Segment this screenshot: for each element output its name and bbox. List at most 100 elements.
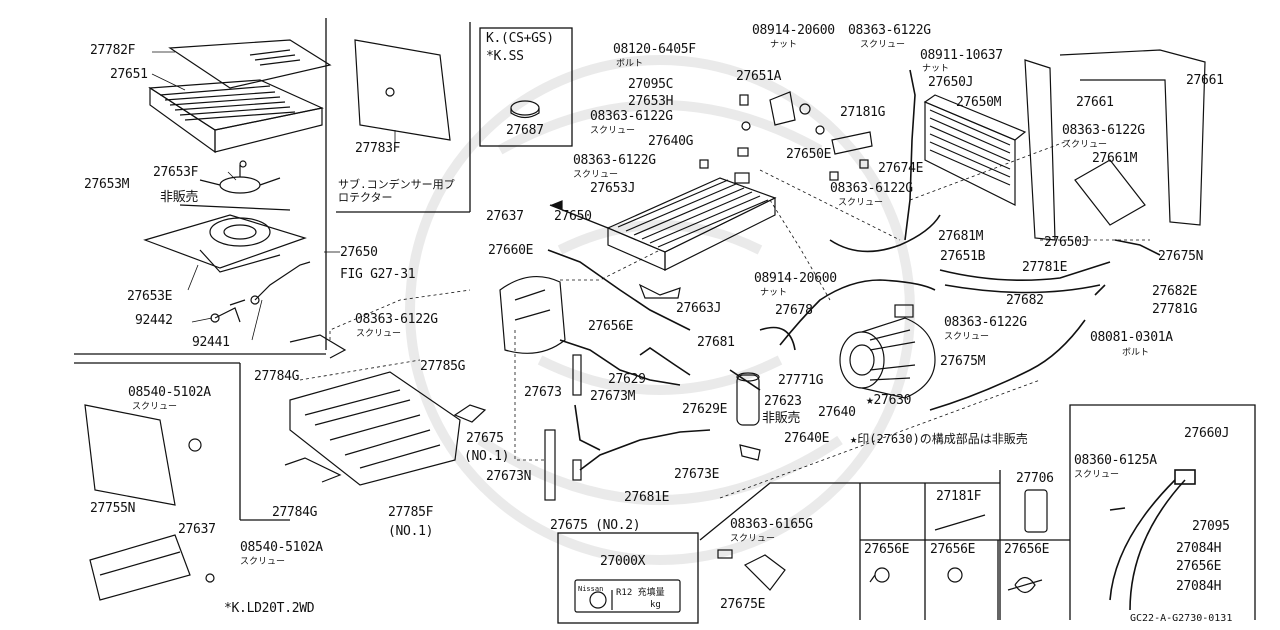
can-27706 (1024, 489, 1048, 533)
label-27650J-b: 27650J (1044, 235, 1090, 250)
leader-lines-left (151, 51, 340, 341)
label-screw-08363-e: 08363-6122G (1062, 123, 1145, 138)
label-92442: 92442 (135, 313, 173, 328)
label-27673N: 27673N (486, 469, 532, 484)
label-27661-a: 27661 (1186, 73, 1224, 88)
label-screw-08363-d: 08363-6122G (830, 181, 913, 196)
label-27656E-e: 27656E (1176, 559, 1222, 574)
label-screw-08540-a: 08540-5102A (128, 385, 211, 400)
hose-27660E (547, 249, 691, 331)
bracket-27784G-a (289, 334, 347, 359)
label-screw-word-j: スクリュー (730, 534, 776, 544)
label-27084H-a: 27084H (1176, 541, 1222, 556)
label-screw-08540-b: 08540-5102A (240, 540, 323, 555)
filter-27782F (168, 39, 332, 89)
label-27650-fig: 27650 (340, 245, 378, 260)
bracket-27661 (1024, 49, 1206, 241)
label-plate-27000X (574, 579, 681, 613)
label-27784G-a: 27784G (254, 369, 300, 384)
label-27675N: 27675N (1158, 249, 1204, 264)
label-nut-08914-a: 08914-20600 (752, 23, 835, 38)
label-27637-a: 27637 (486, 209, 524, 224)
label-nut-word-b: ナット (922, 64, 950, 74)
label-27785F: 27785F (388, 505, 434, 520)
label-27784G-b: 27784G (272, 505, 318, 520)
label-bolt-word-1: ボルト (616, 59, 644, 69)
label-screw-word-d: スクリュー (838, 198, 884, 208)
label-27783F: 27783F (355, 141, 401, 156)
label-27650: 27650 (554, 209, 592, 224)
label-star-27630: ★27630 (866, 393, 912, 408)
label-27782F: 27782F (90, 43, 136, 58)
label-27629E: 27629E (682, 402, 728, 417)
label-screw-word-h: スクリュー (132, 402, 178, 412)
label-screw-08363-a: 08363-6122G (590, 109, 673, 124)
panel-27637 (89, 534, 215, 601)
label-plate-unit: kg (650, 600, 661, 610)
label-27650J-a: 27650J (928, 75, 974, 90)
label-27706: 27706 (1016, 471, 1054, 486)
strap-27181F (934, 514, 986, 531)
bolts-27674E (829, 159, 869, 181)
label-plate-brand: Nissan (578, 585, 604, 593)
label-screw-word-b: スクリュー (573, 170, 619, 180)
lower-hoses (559, 326, 796, 471)
label-27650M: 27650M (956, 95, 1002, 110)
label-star-note: ★印(27630)の構成部品は非販売 (850, 432, 1028, 446)
label-27656E-b: 27656E (864, 542, 910, 557)
label-no1-a: (NO.1) (464, 449, 510, 464)
bracket-27784G-b (284, 457, 342, 483)
label-27675E: 27675E (720, 597, 766, 612)
receiver-27623 (736, 372, 761, 461)
label-screw-08363-f: 08363-6122G (355, 312, 438, 327)
label-27755N: 27755N (90, 501, 136, 516)
label-27681E: 27681E (624, 490, 670, 505)
bracket-27785G (453, 404, 487, 423)
pipe-27673 (544, 354, 582, 501)
label-27653M: 27653M (84, 177, 130, 192)
label-k-csgs: K.(CS+GS) (486, 31, 554, 46)
hoses-right (779, 214, 1161, 411)
label-27640: 27640 (818, 405, 856, 420)
label-screw-08360: 08360-6125A (1074, 453, 1157, 468)
label-bolt-08120: 08120-6405F (613, 42, 696, 57)
protector-27783F (354, 39, 451, 142)
label-27682E: 27682E (1152, 284, 1198, 299)
skid-plate-27785F (289, 371, 461, 486)
evaporator-27651 (148, 79, 324, 154)
label-screw-word-a: スクリュー (590, 126, 636, 136)
label-27673: 27673 (524, 385, 562, 400)
label-27651: 27651 (110, 67, 148, 82)
bracket-27181G (831, 131, 873, 155)
label-protector-note: サブ.コンデンサー用プロテクター (338, 178, 455, 204)
label-27651A: 27651A (736, 69, 782, 84)
label-27651B: 27651B (940, 249, 986, 264)
condenser-27650 (549, 177, 777, 271)
label-no1-b: (NO.1) (388, 524, 434, 539)
label-27653J: 27653J (590, 181, 636, 196)
label-27640E: 27640E (784, 431, 830, 446)
label-27653F: 27653F (153, 165, 199, 180)
receiver-drier-box (499, 276, 566, 354)
label-27660J: 27660J (1184, 426, 1230, 441)
pipe-92442 (210, 299, 246, 323)
label-27095: 27095 (1192, 519, 1230, 534)
label-bolt-08081: 08081-0301A (1090, 330, 1173, 345)
dashed-guides (299, 139, 1150, 499)
label-27656E-c: 27656E (930, 542, 976, 557)
label-27673E: 27673E (674, 467, 720, 482)
label-hihanbai-2: 非販売 (762, 411, 801, 426)
label-27653H: 27653H (628, 94, 674, 109)
label-27681: 27681 (697, 335, 735, 350)
label-27656E-d: 27656E (1004, 542, 1050, 557)
label-27781G: 27781G (1152, 302, 1198, 317)
label-27650E: 27650E (786, 147, 832, 162)
label-27661-b: 27661 (1076, 95, 1114, 110)
compressor-27630 (839, 304, 936, 399)
label-27663J: 27663J (676, 301, 722, 316)
label-27629: 27629 (608, 372, 646, 387)
label-screw-word-k: スクリュー (1074, 470, 1120, 480)
label-screw-word-e: スクリュー (1062, 140, 1108, 150)
clip-27656E-b (869, 567, 890, 583)
fan-motor-27653E (143, 204, 307, 273)
